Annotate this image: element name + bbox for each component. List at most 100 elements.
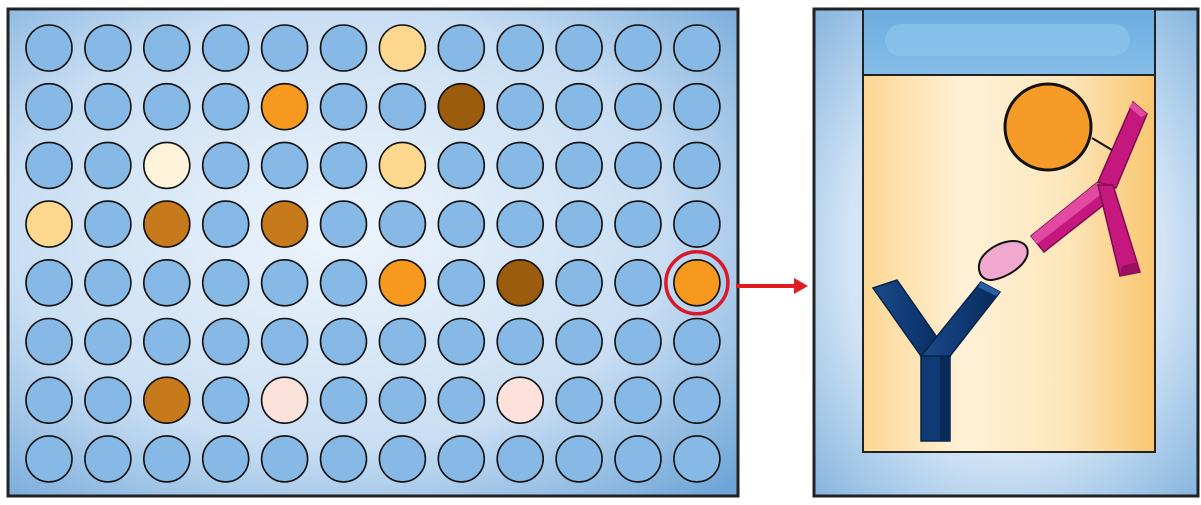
well-empty (378, 82, 427, 131)
well-empty (143, 435, 191, 483)
well-empty (25, 82, 73, 131)
well-empty (201, 82, 250, 131)
well-empty (614, 24, 662, 72)
well-empty (201, 141, 250, 190)
well-empty (319, 200, 368, 248)
well-pale (25, 200, 73, 248)
well-empty (25, 24, 73, 72)
well-amber (143, 200, 191, 248)
arrow-head (794, 278, 808, 294)
well-empty (260, 141, 309, 190)
well-empty (25, 317, 73, 366)
well-empty (319, 82, 368, 131)
well-empty (319, 258, 368, 307)
well-pink (260, 376, 309, 425)
well-empty (201, 317, 250, 366)
well-empty (201, 200, 250, 248)
well-empty (260, 317, 309, 366)
well-empty (201, 435, 250, 483)
well-empty (437, 24, 486, 72)
well-detail-panel (812, 7, 1200, 498)
enzyme-label (1003, 82, 1093, 172)
well-empty (25, 376, 73, 425)
plate-frame (6, 7, 740, 498)
well-empty (555, 435, 603, 483)
highlight-ring (664, 250, 730, 316)
well-empty (84, 82, 132, 131)
well-empty (437, 200, 486, 248)
well-empty (260, 435, 309, 483)
well-empty (319, 435, 368, 483)
well-empty (614, 200, 662, 248)
enzyme-linker (1091, 137, 1113, 151)
well-empty (496, 24, 545, 72)
well-empty (437, 376, 486, 425)
well-empty (319, 141, 368, 190)
well-empty (378, 317, 427, 366)
well-empty (437, 435, 486, 483)
well-empty (378, 376, 427, 425)
well-empty (25, 258, 73, 307)
well-empty (378, 435, 427, 483)
well-empty (143, 24, 191, 72)
well-empty (84, 141, 132, 190)
well-empty (673, 82, 721, 131)
well-empty (673, 435, 721, 483)
well-empty (555, 200, 603, 248)
well-empty (84, 376, 132, 425)
well-pink (496, 376, 545, 425)
band-highlight (885, 24, 1130, 56)
well-empty (143, 258, 191, 307)
well-empty (260, 24, 309, 72)
well-empty (673, 200, 721, 248)
well-empty (84, 258, 132, 307)
well-empty (84, 317, 132, 366)
well-liquid (862, 8, 1156, 453)
well-empty (614, 258, 662, 307)
well-empty (496, 200, 545, 248)
well-empty (201, 258, 250, 307)
well-empty (496, 435, 545, 483)
well-empty (614, 317, 662, 366)
well-orange (673, 258, 721, 307)
well-empty (614, 82, 662, 131)
well-empty (555, 24, 603, 72)
well-grid (25, 24, 730, 483)
well-empty (673, 317, 721, 366)
well-empty (673, 141, 721, 190)
well-empty (143, 82, 191, 131)
well-empty (555, 82, 603, 131)
well-brown (496, 258, 545, 307)
well-empty (25, 435, 73, 483)
well-empty (437, 317, 486, 366)
well-empty (319, 376, 368, 425)
well-cream (143, 141, 191, 190)
well-empty (201, 376, 250, 425)
well-empty (260, 258, 309, 307)
zoom-arrow (736, 278, 808, 294)
well-empty (84, 200, 132, 248)
well-empty (437, 141, 486, 190)
well-empty (84, 435, 132, 483)
well-amber (143, 376, 191, 425)
well-empty (673, 376, 721, 425)
well-empty (555, 376, 603, 425)
well-empty (555, 317, 603, 366)
detection-antibody (1029, 100, 1148, 277)
well-empty (614, 376, 662, 425)
well-empty (555, 141, 603, 190)
well-pale (378, 24, 427, 72)
well-empty (201, 24, 250, 72)
well-empty (378, 200, 427, 248)
well-empty (496, 141, 545, 190)
well-pale (378, 141, 427, 190)
well-orange (378, 258, 427, 307)
antigen (977, 240, 1029, 282)
well-empty (673, 24, 721, 72)
well-empty (143, 317, 191, 366)
well-empty (555, 258, 603, 307)
well-empty (496, 317, 545, 366)
well-empty (84, 24, 132, 72)
well-empty (319, 317, 368, 366)
well-empty (319, 24, 368, 72)
